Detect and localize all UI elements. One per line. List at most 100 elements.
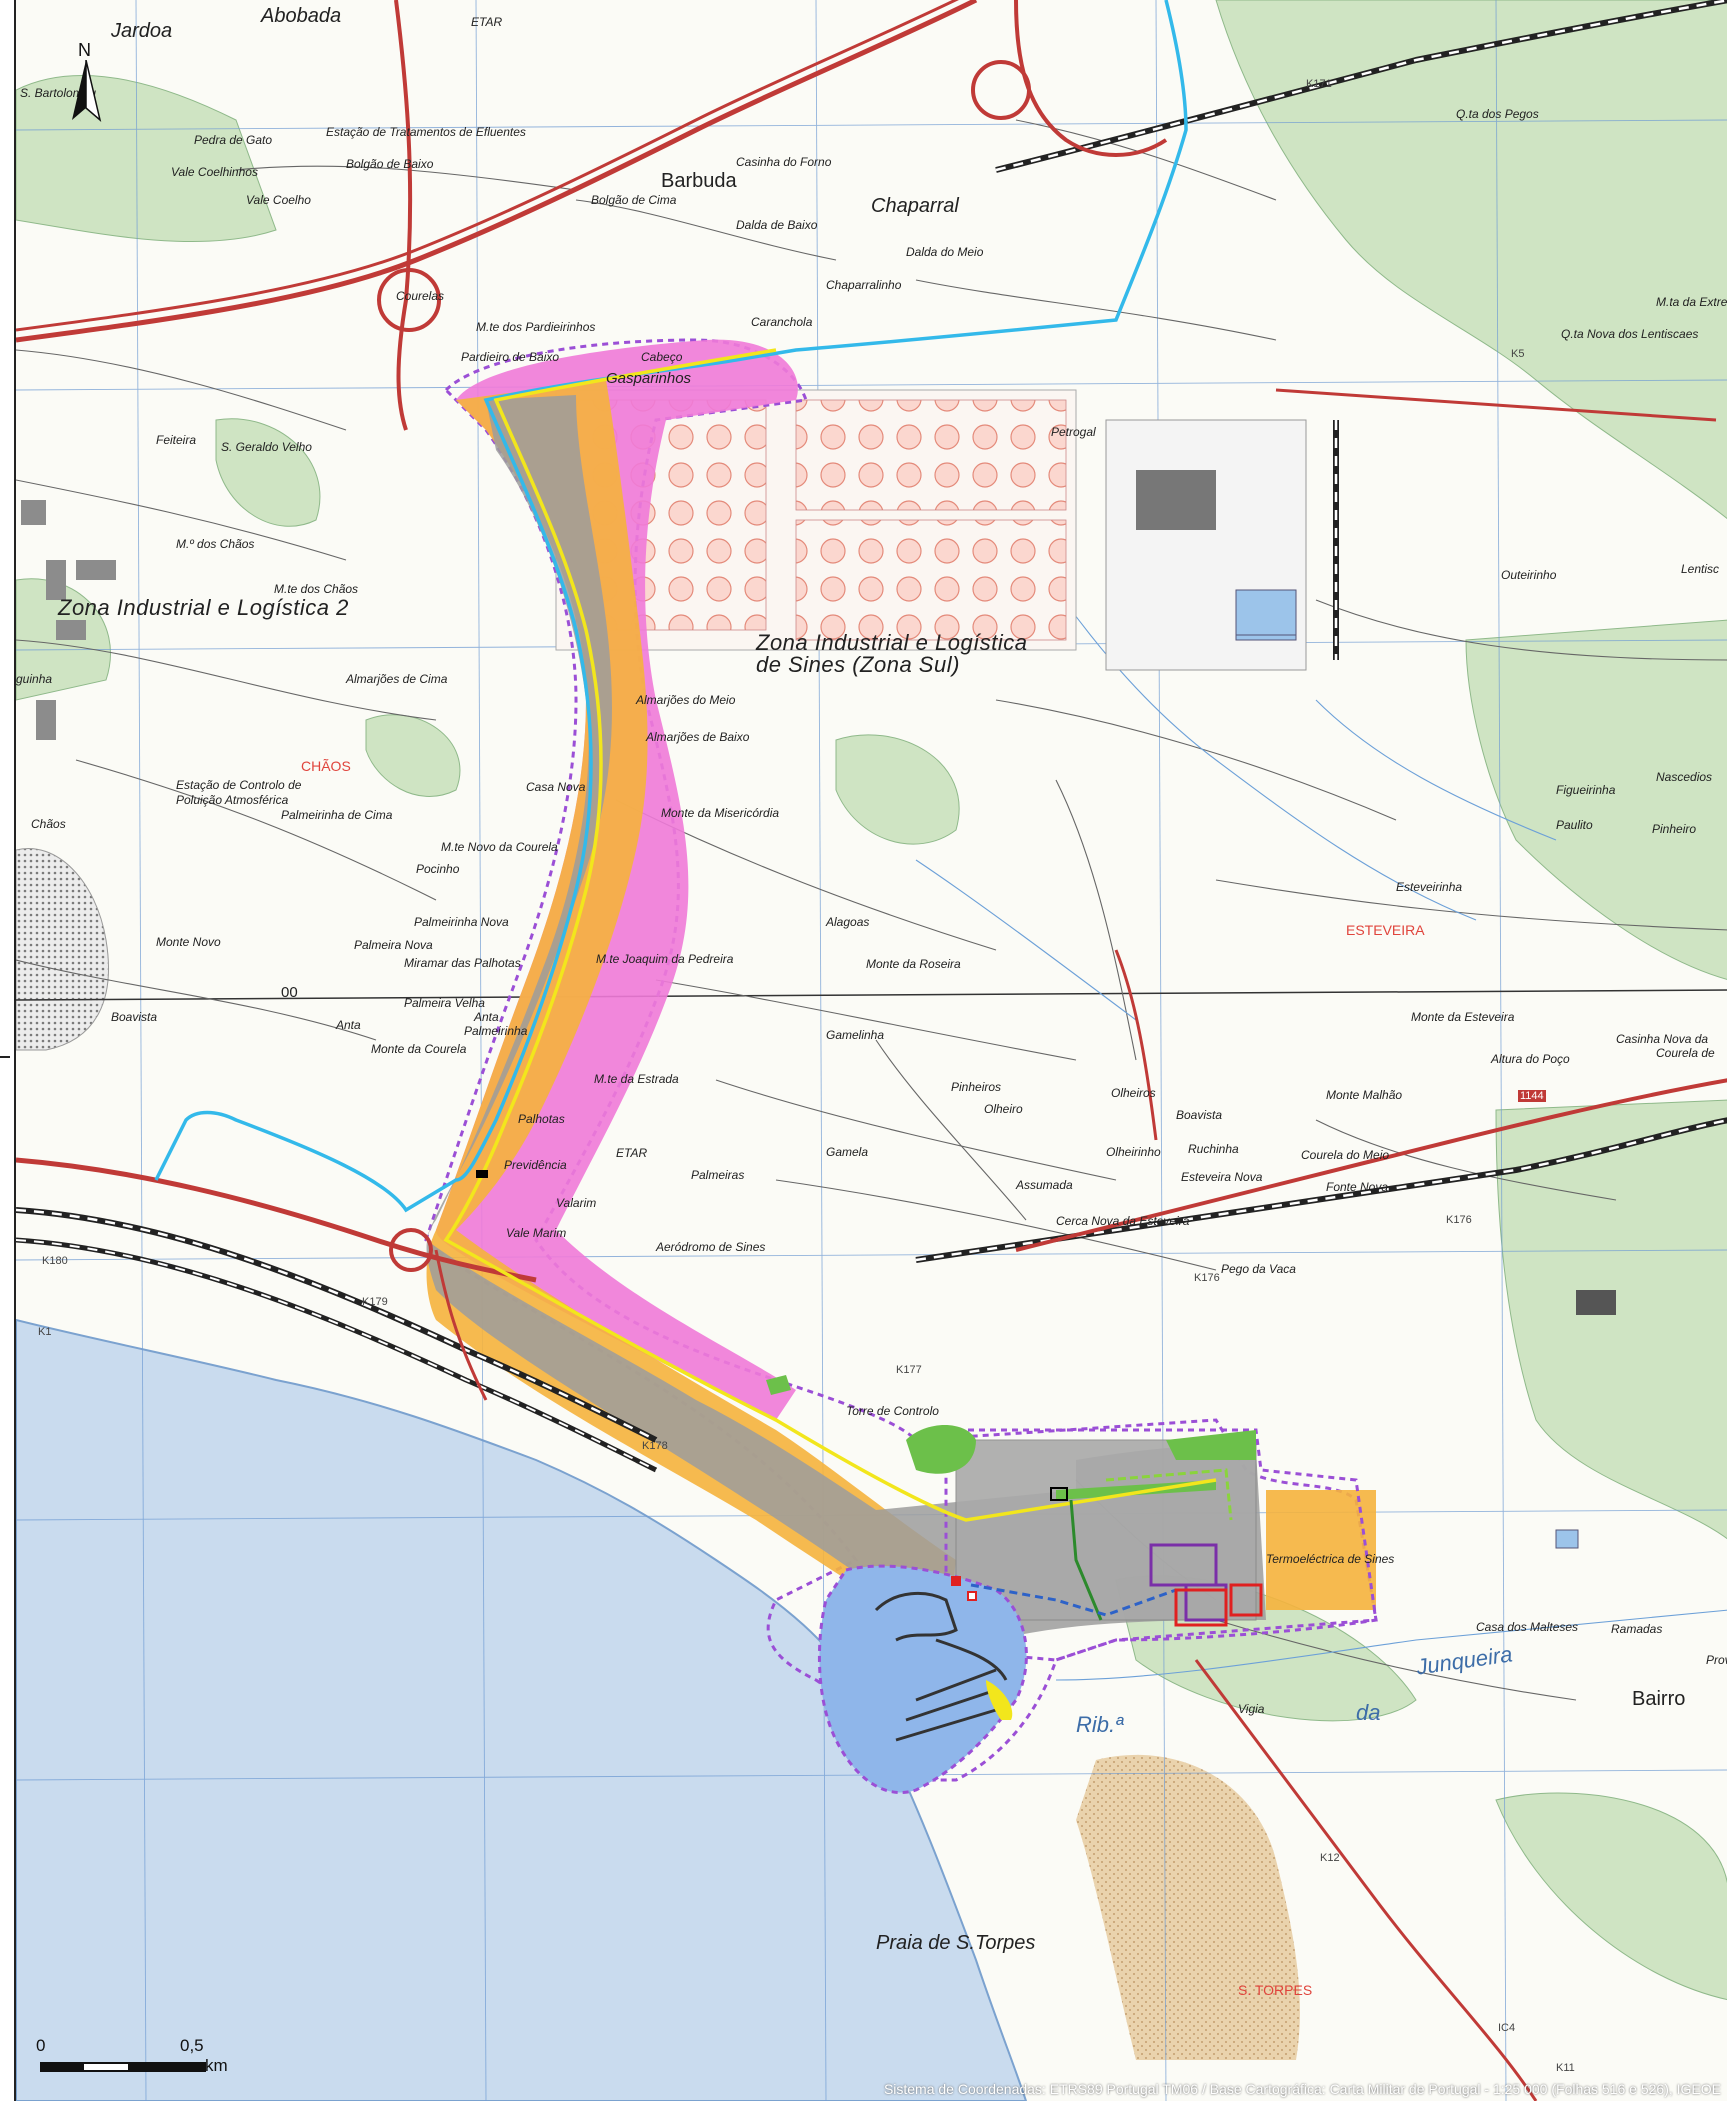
yellow-pipeline [443,348,1217,1522]
place-label: Cabeço [641,350,683,364]
grid-00-line [16,989,1727,1001]
place-label: Q.ta dos Pegos [1456,107,1539,121]
red-marker-filled [951,1576,961,1586]
place-label: Gamelinha [826,1028,885,1042]
refinery-area [555,389,1307,671]
place-label: Olheiros [1111,1086,1156,1100]
road-marker: K180 [42,1255,68,1267]
north-arrow-icon [72,60,102,123]
place-label: Pinheiro [1652,822,1697,836]
road-marker: K176 [1194,1272,1220,1284]
green-area-torre [906,1425,976,1474]
place-label: Termoeléctrica de Sines [1266,1552,1395,1566]
place-label: Poluição Atmosférica [176,793,289,807]
road-marker: IC4 [1498,2022,1516,2034]
reservoir-north [1235,589,1297,636]
place-label: Outeirinho [1501,568,1557,582]
water-label: Rib.ª [1076,1712,1124,1737]
map-canvas[interactable] [16,0,1727,2101]
place-label: Vigia [1238,1702,1265,1716]
scale-mid: 0,5 [180,2036,204,2055]
place-label: S. TORPES [1238,1982,1313,1998]
black-box-marker [476,1170,488,1178]
place-label: Previdência [504,1158,567,1172]
place-label: S. Bartolomeu [20,86,97,100]
place-label: Almarjões do Meio [636,693,736,707]
place-label: Pardieiro de Baixo [461,350,560,364]
place-label: Zona Industrial e Logística 2 [58,595,349,620]
place-label: Vale Marim [506,1226,567,1240]
place-label: M.te da Estrada [594,1072,679,1086]
place-label: Almarjões de Baixo [646,730,750,744]
place-label: Esteveira Nova [1181,1170,1263,1184]
place-label: guinha [16,672,53,686]
place-label: Olheirinho [1106,1145,1161,1159]
place-label: Ruchinha [1188,1142,1239,1156]
place-label: Figueirinha [1556,783,1616,797]
streams [915,559,1727,1681]
map-credits: Sistema de Coordenadas: ETRS89 Portugal … [883,2081,1721,2097]
place-label: Courela de [1656,1046,1715,1060]
place-label: Pinheiros [951,1080,1002,1094]
place-label: Palmeiras [691,1168,745,1182]
place-label: Fonte Nova [1326,1180,1389,1194]
place-label: Zona Industrial e Logística [756,630,1028,655]
breakwater [874,1591,1008,1742]
green-area-east [1166,1430,1256,1460]
place-label: M.te Joaquim da Pedreira [596,952,734,966]
place-label: Vale Coelho [246,193,311,207]
road-marker: K5 [1511,348,1525,360]
harbor-basin [817,1564,1028,1795]
red-marker-small [967,1591,977,1601]
place-label: Palmeirinha de Cima [281,808,393,822]
place-label: Bolgão de Baixo [346,157,434,171]
road-marker: K176 [1446,1214,1472,1226]
place-label: Monte da Courela [371,1042,467,1056]
place-label: Paulito [1556,818,1593,832]
place-label: S. Geraldo Velho [221,440,312,454]
water-label: da [1356,1700,1381,1725]
place-label: ETAR [616,1146,648,1160]
main-roads [16,0,1727,2101]
place-label: Palmeirinha [464,1024,528,1038]
road-marker: K11 [1556,2062,1575,2074]
road-marker: K12 [1320,1852,1340,1864]
place-label: Palmeirinha Nova [414,915,509,929]
grid-label: 00 [281,984,298,1001]
place-label: Lentisc [1681,562,1720,576]
railways [16,0,1727,1473]
place-label: Caranchola [751,315,813,329]
place-label: Valarim [556,1196,597,1210]
place-label: Alagoas [826,915,870,929]
scale-bar-black-2 [128,2062,206,2072]
place-label: Aeródromo de Sines [656,1240,766,1254]
place-label: Petrogal [1051,425,1096,439]
blue-dashed-line [970,1583,1177,1617]
power-plant-orange [1266,1490,1376,1610]
place-label: Anta [336,1018,361,1032]
sea [16,1318,1028,2101]
place-label: Q.ta Nova dos Lentiscaes [1561,327,1699,341]
place-label: M.te dos Chãos [274,582,359,596]
place-label: Nascedios [1656,770,1713,784]
place-label: Courelas [396,289,445,303]
place-label: M.te dos Pardieirinhos [476,320,596,334]
map-frame[interactable]: Jardoa Abobada ETAR S. Bartolomeu Estaçã… [14,0,1727,2101]
place-label: ESTEVEIRA [1346,922,1425,938]
red-site-a [1174,1588,1228,1627]
grid-edge-tick [0,1056,10,1058]
place-label: Chãos [31,817,66,831]
place-label: Estação de Controlo de [176,778,302,792]
scale-zero: 0 [36,2036,46,2055]
place-label: Monte Malhão [1326,1088,1403,1102]
place-label: Casinha Nova da [1616,1032,1709,1046]
place-label: Casa dos Malteses [1476,1620,1579,1634]
black-box-plant [1050,1487,1068,1501]
place-label: Ramadas [1611,1622,1663,1636]
place-label: CHÃOS [301,758,351,774]
place-label: Palhotas [518,1112,565,1126]
place-label: Anta [474,1010,499,1024]
place-label: Casa Nova [526,780,586,794]
place-label: Bolgão de Cima [591,193,677,207]
road-marker: K171 [1306,78,1332,90]
